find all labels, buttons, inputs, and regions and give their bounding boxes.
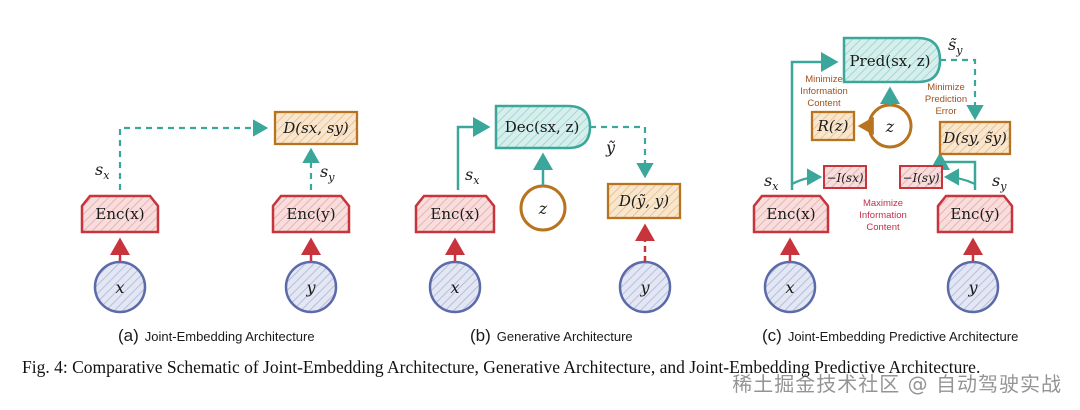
svg-text:Prediction: Prediction [925, 94, 967, 105]
input-y-node: y [618, 260, 672, 314]
latent-z: z [867, 103, 913, 149]
predictor: Pred(sx, z) [842, 36, 942, 84]
figure-caption: Fig. 4: Comparative Schematic of Joint-E… [22, 357, 981, 377]
arrow-ytilde-to-distance [590, 125, 654, 179]
encoder-x: Enc(x) [80, 194, 160, 234]
note-minimize-prediction: Minimize Prediction Error [925, 82, 967, 117]
panel-c: x y Enc(x) Enc(y) sx sy Pred(sx, z) [752, 35, 1018, 345]
distance-box: D(sy, s̃y) [938, 120, 1012, 156]
encoder-x: Enc(x) [752, 194, 830, 234]
regularizer-label: R(z) [817, 117, 849, 135]
svg-text:Content: Content [807, 98, 841, 109]
input-y-label: y [639, 278, 650, 297]
caption-b: (b)Generative Architecture [470, 326, 633, 345]
svg-text:Information: Information [800, 86, 848, 97]
latent-z: z [519, 184, 567, 232]
info-y-label: −I(sy) [902, 171, 939, 185]
label-sx: sx [95, 160, 110, 182]
arrow-sy-to-info-y [943, 168, 976, 186]
svg-text:Maximize: Maximize [863, 198, 903, 209]
label-sy: sy [992, 171, 1007, 193]
distance-label: D(sx, sy) [282, 119, 349, 137]
encoder-x-label: Enc(x) [766, 205, 815, 223]
predictor-label: Pred(sx, z) [849, 52, 930, 70]
label-ytilde: ỹ [605, 138, 616, 157]
latent-z-label: z [885, 117, 895, 136]
encoder-x: Enc(x) [414, 194, 496, 234]
arrow-sx-to-predictor [790, 52, 839, 190]
watermark: 稀土掘金技术社区 @ 自动驾驶实战 [732, 372, 1062, 396]
input-x-label: x [785, 278, 794, 297]
encoder-y: Enc(y) [271, 194, 351, 234]
decoder-label: Dec(sx, z) [505, 118, 580, 136]
distance-box: D(ỹ, y) [606, 182, 682, 220]
info-x-box: −I(sx) [823, 165, 867, 189]
note-minimize-information: Minimize Information Content [800, 74, 848, 109]
encoder-x-label: Enc(x) [95, 205, 144, 223]
arrow-stilde-to-distance [940, 58, 984, 121]
panel-a: x y Enc(x) Enc(y) sx sy D(sx, sy) (a)Joi… [80, 110, 359, 345]
arrow-sx-to-info-x [791, 168, 823, 186]
label-sx: sx [465, 165, 480, 187]
input-y-node: y [946, 260, 1000, 314]
input-x-label: x [450, 278, 459, 297]
encoder-y: Enc(y) [936, 194, 1014, 234]
caption-a: (a)Joint-Embedding Architecture [118, 326, 315, 345]
decoder: Dec(sx, z) [494, 104, 592, 150]
input-x-node: x [428, 260, 482, 314]
label-sy: sy [320, 162, 335, 184]
input-y-node: y [284, 260, 338, 314]
svg-text:Error: Error [935, 106, 956, 117]
arrow-sx-to-distance [118, 119, 269, 190]
note-maximize-information: Maximize Information Content [859, 198, 907, 233]
svg-text:Minimize: Minimize [805, 74, 842, 85]
input-y-label: y [305, 278, 316, 297]
label-stilde: s̃y [948, 35, 963, 57]
input-x-label: x [115, 278, 124, 297]
regularizer-box: R(z) [810, 110, 856, 142]
svg-text:Content: Content [866, 222, 900, 233]
svg-text:Minimize: Minimize [927, 82, 964, 93]
label-sx: sx [764, 171, 779, 193]
encoder-y-label: Enc(y) [286, 205, 335, 223]
input-y-label: y [967, 278, 978, 297]
encoder-x-label: Enc(x) [430, 205, 479, 223]
distance-label: D(sy, s̃y) [942, 129, 1007, 147]
caption-c: (c)Joint-Embedding Predictive Architectu… [762, 326, 1018, 345]
input-x-node: x [93, 260, 147, 314]
input-x-node: x [763, 260, 817, 314]
encoder-y-label: Enc(y) [950, 205, 999, 223]
svg-text:Information: Information [859, 210, 907, 221]
latent-z-label: z [538, 199, 548, 218]
architecture-diagram: x y Enc(x) Enc(y) sx sy D(sx, sy) (a)Joi… [80, 35, 1018, 345]
distance-label: D(ỹ, y) [618, 192, 669, 210]
panel-b: x y Enc(x) sx Dec(sx, z) z ỹ [414, 104, 682, 345]
arrow-sx-to-decoder [456, 117, 491, 190]
arrow-sy-to-distance [930, 152, 977, 190]
distance-box: D(sx, sy) [273, 110, 359, 146]
info-x-label: −I(sx) [826, 171, 863, 185]
info-y-box: −I(sy) [899, 165, 943, 189]
